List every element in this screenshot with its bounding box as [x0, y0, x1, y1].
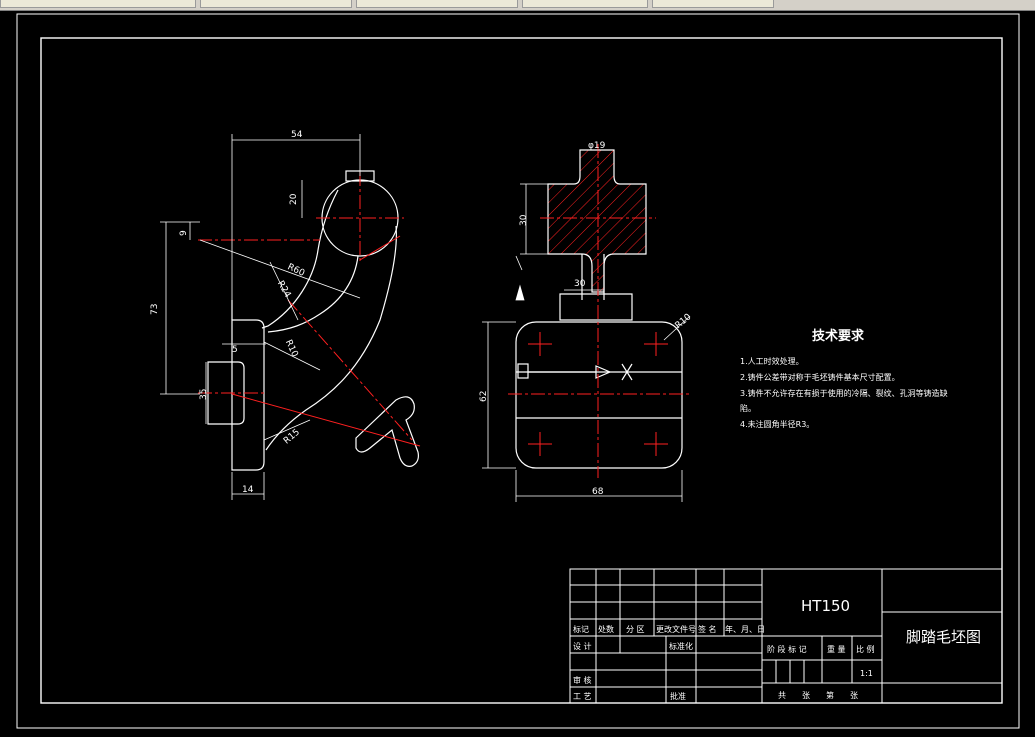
tb-weight: 重 量	[827, 644, 846, 654]
tech-note-2: 2.铸件公差带对称于毛坯铸件基本尺寸配置。	[740, 372, 900, 382]
stem-lines	[581, 254, 605, 300]
tb-process: 工 艺	[573, 692, 592, 701]
pedal-knob	[355, 396, 419, 467]
dim-phi19: φ19	[588, 141, 606, 151]
body-inner-curve	[261, 189, 339, 329]
tb-date: 年、月、日	[725, 624, 765, 634]
neck-block	[559, 293, 633, 321]
toolbar-tab-2[interactable]	[200, 0, 352, 8]
dim-54: 54	[291, 130, 303, 140]
tb-standard: 标准化	[669, 641, 693, 651]
inner-frame	[40, 37, 1003, 704]
toolbar-tab-3[interactable]	[356, 0, 518, 8]
right-centerlines	[508, 144, 692, 478]
left-pad	[231, 319, 265, 471]
toolbar-tab-1[interactable]	[0, 0, 196, 8]
tb-mark: 标记	[573, 624, 589, 634]
view-arrow	[528, 365, 612, 379]
tech-note-4: 陷。	[740, 403, 756, 413]
dim-5: 5	[232, 345, 238, 355]
x-mark	[621, 363, 633, 381]
body-mid-curve	[267, 255, 359, 333]
toolbar-tab-4[interactable]	[522, 0, 648, 8]
body-outer-curve	[265, 225, 397, 451]
toolbar-tab-5[interactable]	[652, 0, 774, 8]
dim-r24: R24	[275, 279, 293, 300]
drawing-canvas[interactable]: 54 20 9 73 R60 R24 R10 5 35 R15 14	[0, 10, 1035, 737]
tech-note-3: 3.铸件不允许存在有损于使用的冷隔、裂纹、孔洞等铸造缺	[740, 388, 948, 398]
tech-notes: 技术要求 1.人工时效处理。 2.铸件公差带对称于毛坯铸件基本尺寸配置。 3.铸…	[740, 328, 948, 429]
dim-r15: R15	[282, 427, 302, 446]
tb-design: 设 计	[573, 641, 592, 651]
dim-14: 14	[242, 485, 254, 495]
dim-9: 9	[179, 230, 189, 236]
left-centerlines	[198, 172, 421, 447]
main-body	[515, 321, 683, 469]
right-view	[515, 149, 683, 469]
tb-count: 处数	[598, 624, 614, 634]
outer-border	[16, 13, 1020, 729]
drawing-title: 脚踏毛坯图	[906, 628, 981, 646]
dim-30-vertical: 30	[519, 214, 529, 226]
dim-r10-right: R10	[673, 312, 693, 331]
app-toolbar-strip	[0, 0, 1035, 11]
title-block	[569, 568, 1003, 704]
dim-73: 73	[150, 304, 160, 315]
dim-r60: R60	[286, 262, 307, 279]
tb-sheets: 共 张 第 张	[778, 690, 858, 700]
left-dims	[160, 134, 361, 500]
tech-note-1: 1.人工时效处理。	[740, 356, 804, 366]
dim-62: 62	[479, 391, 489, 402]
tb-stage: 阶 段 标 记	[767, 644, 807, 654]
dim-68: 68	[592, 487, 604, 497]
dim-35: 35	[199, 389, 209, 400]
dim-20: 20	[289, 193, 299, 205]
tech-note-5: 4.未注圆角半径R3。	[740, 419, 814, 429]
right-dims	[482, 149, 691, 502]
left-slot	[207, 361, 245, 425]
section-hatch	[547, 149, 647, 293]
tech-title: 技术要求	[812, 328, 865, 344]
tb-change-doc: 更改文件号	[656, 624, 696, 634]
tb-zone: 分 区	[626, 625, 645, 634]
tb-sign: 签 名	[698, 624, 717, 634]
material-label: HT150	[801, 597, 850, 615]
tb-scale: 1:1	[860, 669, 873, 678]
tb-ratio: 比 例	[856, 644, 875, 654]
tb-review: 审 核	[573, 675, 592, 685]
arrow-start-box	[517, 363, 529, 379]
left-view	[207, 170, 419, 471]
dim-r10-left: R10	[283, 338, 300, 359]
tb-approve: 批准	[670, 691, 686, 701]
dim-30-horizontal: 30	[574, 279, 586, 289]
